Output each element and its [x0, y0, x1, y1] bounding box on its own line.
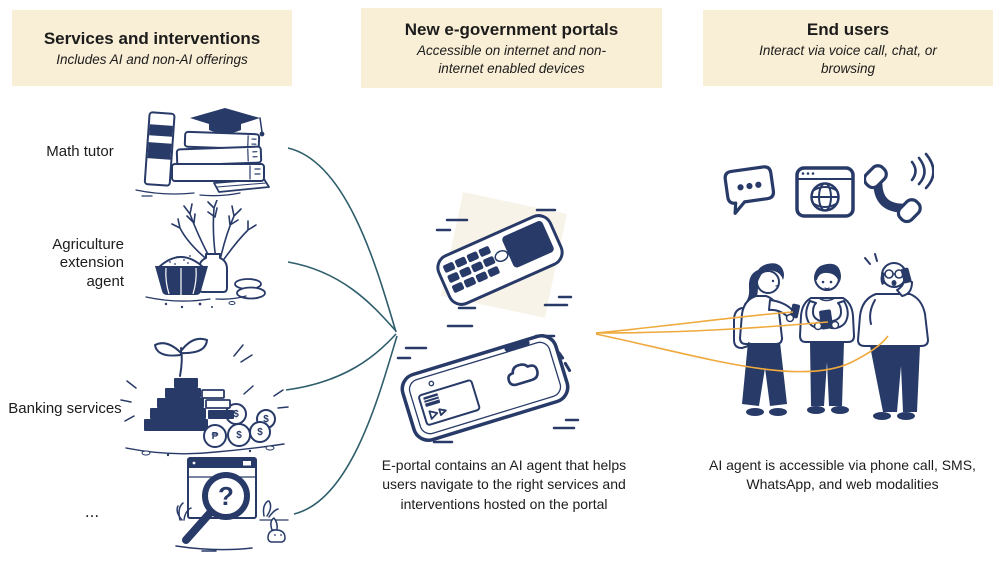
header-users-title: End users — [806, 19, 890, 39]
svg-text:?: ? — [218, 481, 234, 511]
users-caption: AI agent is accessible via phone call, S… — [709, 457, 976, 493]
coins-savings-plant-icon: $ $ ₱ $ $ — [120, 337, 289, 457]
header-services-title: Services and interventions — [43, 28, 261, 48]
header-users: End users Interact via voice call, chat,… — [703, 10, 993, 86]
phone-call-icon — [864, 152, 934, 224]
three-people-using-phones-illustration — [733, 253, 929, 420]
man-with-phone — [799, 263, 855, 414]
svg-text:$: $ — [233, 409, 239, 420]
web-browser-globe-icon — [795, 166, 855, 218]
feature-phone-icon — [435, 192, 573, 318]
header-portals: New e-government portals Accessible on i… — [361, 8, 662, 88]
woman-with-phone — [733, 263, 800, 416]
svg-text:₱: ₱ — [212, 431, 219, 442]
chat-bubble-icon — [723, 165, 776, 215]
service-label-banking-services: Banking services — [8, 400, 122, 417]
old-man-on-phone-call — [857, 253, 929, 420]
smartphone-icon — [396, 324, 580, 444]
header-portals-title: New e-government portals — [404, 19, 619, 39]
svg-text:$: $ — [257, 427, 263, 438]
header-services: Services and interventions Includes AI a… — [12, 10, 292, 86]
svg-text:$: $ — [263, 414, 269, 425]
books-graduation-cap-icon — [135, 108, 270, 197]
header-portals-subtitle: Accessible on internet and non-internet … — [416, 43, 607, 76]
portal-caption: E-portal contains an AI agent that helps… — [381, 457, 627, 512]
service-label-agriculture-extension-agent: Agriculture extension agent — [52, 236, 124, 290]
header-users-subtitle: Interact via voice call, chat, or browsi… — [759, 43, 937, 76]
service-label-more: ... — [84, 502, 100, 521]
grain-basket-wheat-icon — [145, 200, 266, 309]
header-services-subtitle: Includes AI and non-AI offerings — [56, 51, 248, 67]
browser-search-question-icon: ? — [175, 457, 289, 552]
svg-text:$: $ — [236, 430, 242, 441]
service-label-math-tutor: Math tutor — [46, 143, 114, 160]
